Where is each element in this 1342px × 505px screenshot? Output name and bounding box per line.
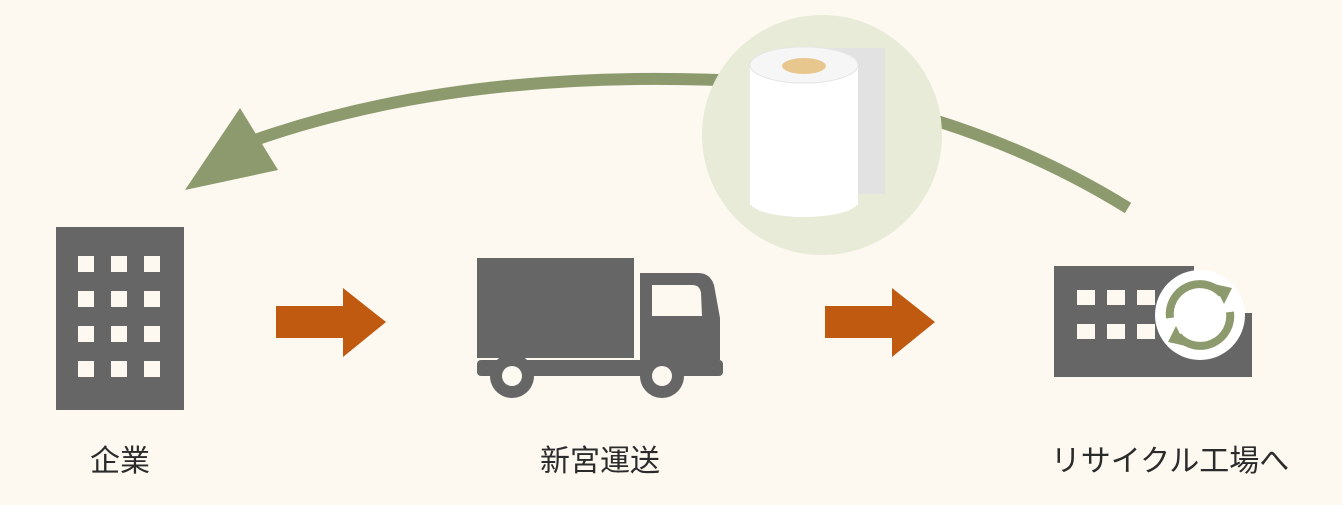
factory-label: リサイクル工場へ	[1050, 444, 1290, 479]
factory-windows	[1077, 290, 1155, 339]
roll-body	[750, 65, 858, 205]
roll-bottom	[750, 187, 858, 217]
truck-window	[652, 285, 702, 316]
building-body	[56, 227, 184, 410]
transport-label: 新宮運送	[540, 444, 660, 479]
flow-arrow-1	[276, 288, 386, 357]
office-building-icon	[56, 227, 184, 410]
truck-cargo	[477, 258, 634, 358]
truck-icon	[477, 258, 723, 398]
recycle-arrows-icon	[1165, 280, 1235, 350]
toilet-paper-roll-icon	[702, 15, 942, 255]
return-arrow-head	[185, 108, 278, 190]
return-arrow-line	[253, 72, 1132, 214]
flow-arrow-2	[825, 288, 935, 357]
return-arrow	[185, 72, 1132, 214]
recycling-factory-icon	[1054, 266, 1252, 377]
building-windows	[78, 256, 160, 377]
roll-core	[782, 58, 826, 74]
company-label: 企業	[90, 444, 150, 479]
